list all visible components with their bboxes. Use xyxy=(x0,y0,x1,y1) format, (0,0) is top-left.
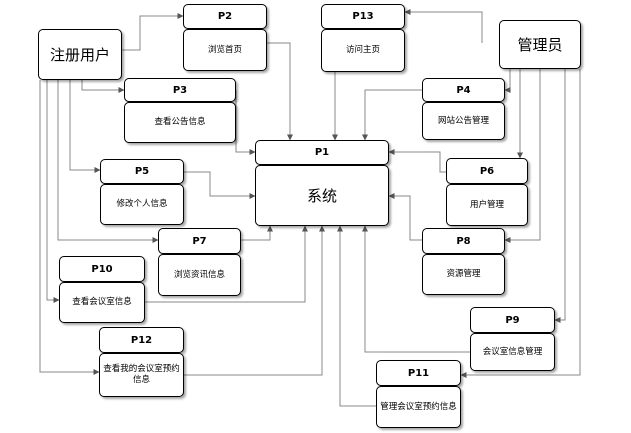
edge-admin-p13 xyxy=(404,9,483,43)
process-p13-id: P13 xyxy=(352,11,374,22)
edge-admin-p4 xyxy=(504,69,511,93)
edge-p3-p1 xyxy=(235,90,256,155)
edge-p5-p1 xyxy=(184,171,256,199)
process-p3-label: 查看公告信息 xyxy=(154,117,206,127)
edge-user-p12 xyxy=(39,80,100,375)
process-p6-label: 用户管理 xyxy=(469,199,504,210)
edge-p11-p1 xyxy=(337,225,376,407)
process-p11-label: 管理会议室预约信息 xyxy=(380,401,457,412)
actor-registered-user: 注册用户 xyxy=(38,29,122,80)
process-p12-body: 查看我的会议室预约信息 xyxy=(99,353,184,397)
process-p8-id: P8 xyxy=(456,235,471,247)
process-p2-id: P2 xyxy=(217,11,233,22)
process-p12-label: 查看我的会议室预约信息 xyxy=(103,364,180,385)
edge-p7-p1 xyxy=(241,225,273,241)
edge-p6-p1 xyxy=(388,149,446,173)
edge-user-p2 xyxy=(122,13,184,51)
process-p4-body: 网站公告管理 xyxy=(422,102,505,140)
process-p7-id: P7 xyxy=(192,235,207,247)
process-p4-id: P4 xyxy=(456,84,471,96)
edge-user-p3 xyxy=(81,80,125,93)
process-p8-body: 资源管理 xyxy=(422,254,505,295)
process-p4-label: 网站公告管理 xyxy=(437,115,489,126)
process-p10-label: 查看会议室信息 xyxy=(72,297,132,307)
process-p2-body: 浏览首页 xyxy=(183,29,267,71)
process-p3-header: P3 xyxy=(124,78,236,102)
edge-p10-p1 xyxy=(145,225,308,303)
edge-user-p5 xyxy=(69,80,101,173)
process-p6-body: 用户管理 xyxy=(446,184,528,226)
edge-admin-p9 xyxy=(554,69,566,323)
process-p1-label: 系统 xyxy=(306,187,337,205)
process-p2-header: P2 xyxy=(183,4,267,29)
process-p3-body: 查看公告信息 xyxy=(124,102,236,143)
process-p7-label: 浏览资讯信息 xyxy=(173,269,225,280)
edge-p9-p1 xyxy=(362,225,470,353)
process-p7-header: P7 xyxy=(158,228,241,254)
process-p11-body: 管理会议室预约信息 xyxy=(376,386,461,428)
process-p10-header: P10 xyxy=(59,256,145,282)
edge-admin-p11 xyxy=(460,69,581,378)
edge-user-p10 xyxy=(46,80,60,303)
process-p3-id: P3 xyxy=(172,84,188,96)
actor-admin: 管理员 xyxy=(499,20,581,69)
process-p5-label: 修改个人信息 xyxy=(116,199,168,209)
process-p11-header: P11 xyxy=(376,360,461,386)
edge-p8-p1 xyxy=(388,193,422,241)
edge-p12-p1 xyxy=(184,225,325,376)
process-p7-body: 浏览资讯信息 xyxy=(158,254,241,296)
process-p10-id: P10 xyxy=(91,263,113,275)
process-p4-header: P4 xyxy=(422,78,505,102)
process-p12-id: P12 xyxy=(130,334,153,346)
process-p1-header: P1 xyxy=(255,140,389,165)
process-p1-body: 系统 xyxy=(255,165,389,226)
edge-user-p7 xyxy=(57,80,159,243)
edge-admin-p8 xyxy=(504,69,541,243)
process-p10-body: 查看会议室信息 xyxy=(59,282,145,323)
actor-admin-label: 管理员 xyxy=(517,36,563,54)
process-p8-label: 资源管理 xyxy=(446,269,481,279)
process-p6-id: P6 xyxy=(479,165,495,177)
process-p5-id: P5 xyxy=(134,166,150,177)
process-p9-id: P9 xyxy=(505,314,520,326)
process-p5-body: 修改个人信息 xyxy=(100,184,184,225)
process-p13-label: 访问主页 xyxy=(345,45,380,55)
process-p12-header: P12 xyxy=(99,327,184,353)
process-p2-label: 浏览首页 xyxy=(207,44,242,55)
actor-registered-user-label: 注册用户 xyxy=(49,46,110,64)
process-p5-header: P5 xyxy=(100,159,184,184)
process-p9-body: 会议室信息管理 xyxy=(470,333,555,371)
process-p13-body: 访问主页 xyxy=(321,29,405,72)
process-p11-id: P11 xyxy=(407,367,430,379)
process-p6-header: P6 xyxy=(446,158,528,184)
process-p9-label: 会议室信息管理 xyxy=(482,346,543,357)
process-p1-id: P1 xyxy=(314,147,330,158)
process-p13-header: P13 xyxy=(321,4,405,29)
process-p9-header: P9 xyxy=(470,307,555,333)
edge-p2-p1 xyxy=(265,42,293,141)
process-p8-header: P8 xyxy=(422,228,505,254)
edge-p4-p1 xyxy=(362,89,422,141)
